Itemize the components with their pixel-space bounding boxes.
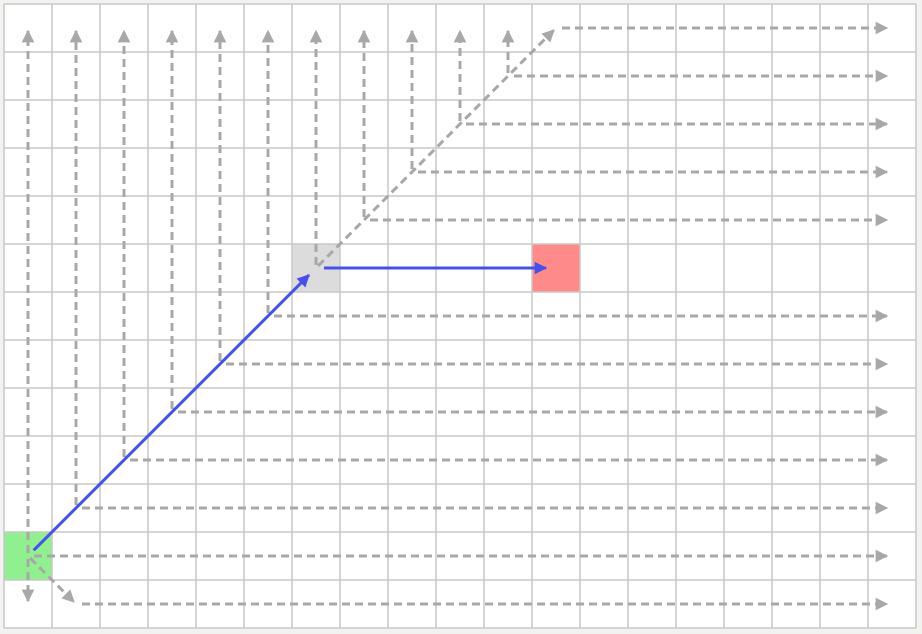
solution-path [32,261,548,552]
dashed-rays [21,21,889,611]
dashed-ray-arrow [317,29,555,267]
dashed-ray-arrow [29,557,75,603]
path-arrow [32,274,310,552]
